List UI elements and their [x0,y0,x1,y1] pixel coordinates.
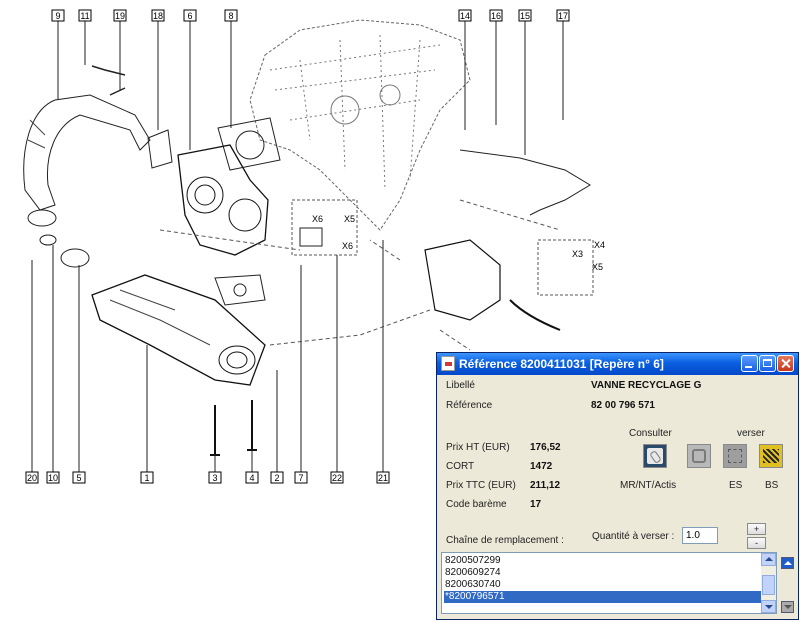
callout-label: 19 [115,11,125,21]
connector-label: X6 [342,241,353,251]
app-icon [441,356,455,371]
callout-label: 8 [228,11,233,21]
window-content: Libellé VANNE RECYCLAGE G Référence 82 0… [437,375,798,619]
maximize-button[interactable] [759,355,776,372]
verser-label: verser [737,428,765,439]
price-ttc-label: Prix TTC (EUR) [446,480,516,491]
price-ttc-value: 211,12 [530,480,561,491]
parts-diagram-icon [728,449,742,463]
connector-label: X3 [572,249,583,259]
connector-label: X5 [592,262,603,272]
window-title: Référence 8200411031 [Repère n° 6] [459,357,664,371]
list-item[interactable]: 8200507299 [445,555,501,566]
title-bar[interactable]: Référence 8200411031 [Repère n° 6] [437,353,798,375]
callout-label: 4 [249,473,254,483]
callout-label: 2 [274,473,279,483]
verser-mr-button[interactable] [687,444,711,468]
code-bareme-value: 17 [530,499,542,510]
scroll-down-arrow-icon[interactable] [761,600,776,613]
connector-label: X5 [344,214,355,224]
quantity-label: Quantité à verser : [592,531,675,542]
reference-label: Référence [446,400,493,411]
code-bareme-label: Code barème [446,499,507,510]
intake-pipe [23,94,151,211]
cort-label: CORT [446,461,475,472]
callout-label: 22 [332,473,342,483]
consult-picture-button[interactable] [643,444,667,468]
cort-value: 1472 [530,461,553,472]
callout-label: 5 [76,473,81,483]
egr-cooler [91,274,266,386]
callout-label: 3 [212,473,217,483]
callout-label: 1 [144,473,149,483]
es-label: ES [729,480,743,491]
list-item-selected[interactable]: *8200796571 [444,591,761,603]
callout-label: 7 [298,473,303,483]
callout-label: 17 [558,11,568,21]
list-scrollbar[interactable] [761,553,776,613]
quantity-input[interactable] [682,527,718,544]
callout-label: 6 [187,11,192,21]
gasket [217,117,281,171]
quantity-minus-button[interactable]: - [747,537,766,549]
scroll-up-arrow-icon[interactable] [761,553,776,566]
engine-icon [692,449,706,463]
libelle-label: Libellé [446,380,475,391]
libelle-value: VANNE RECYCLAGE G [591,380,702,391]
connector-label: X6 [312,214,323,224]
callout-label: 15 [520,11,530,21]
callout-label: 9 [55,11,60,21]
minimize-button[interactable] [741,355,758,372]
move-up-arrow-icon[interactable] [781,557,794,569]
reference-value: 82 00 796 571 [591,400,655,411]
egr-valve [177,144,269,256]
bs-label: BS [765,480,779,491]
price-ht-label: Prix HT (EUR) [446,442,510,453]
mr-nt-actis-label: MR/NT/Actis [620,480,677,491]
reference-window: Référence 8200411031 [Repère n° 6] Libel… [436,352,799,620]
list-item[interactable]: 8200609274 [445,567,501,578]
callout-label: 14 [460,11,470,21]
callout-label: 18 [153,11,163,21]
connector-label: X4 [594,240,605,250]
replacement-chain-label: Chaîne de remplacement : [446,535,564,546]
close-button[interactable] [777,355,794,372]
engine-block [249,19,471,231]
callout-label: 16 [491,11,501,21]
callout-label: 10 [48,473,58,483]
price-ht-value: 176,52 [530,442,561,453]
verser-bs-button[interactable] [759,444,783,468]
list-item[interactable]: 8200630740 [445,579,501,590]
callout-label: 21 [378,473,388,483]
picture-icon [647,448,663,464]
bs-icon [763,449,779,463]
scroll-thumb[interactable] [762,575,775,595]
callout-label: 11 [80,11,89,21]
replacement-chain-list[interactable]: 8200507299 8200609274 8200630740 *820079… [441,552,777,614]
callout-label: 20 [27,473,37,483]
verser-es-button[interactable] [723,444,747,468]
quantity-plus-button[interactable]: + [747,523,766,535]
move-down-arrow-icon[interactable] [781,601,794,613]
consulter-label: Consulter [629,428,672,439]
